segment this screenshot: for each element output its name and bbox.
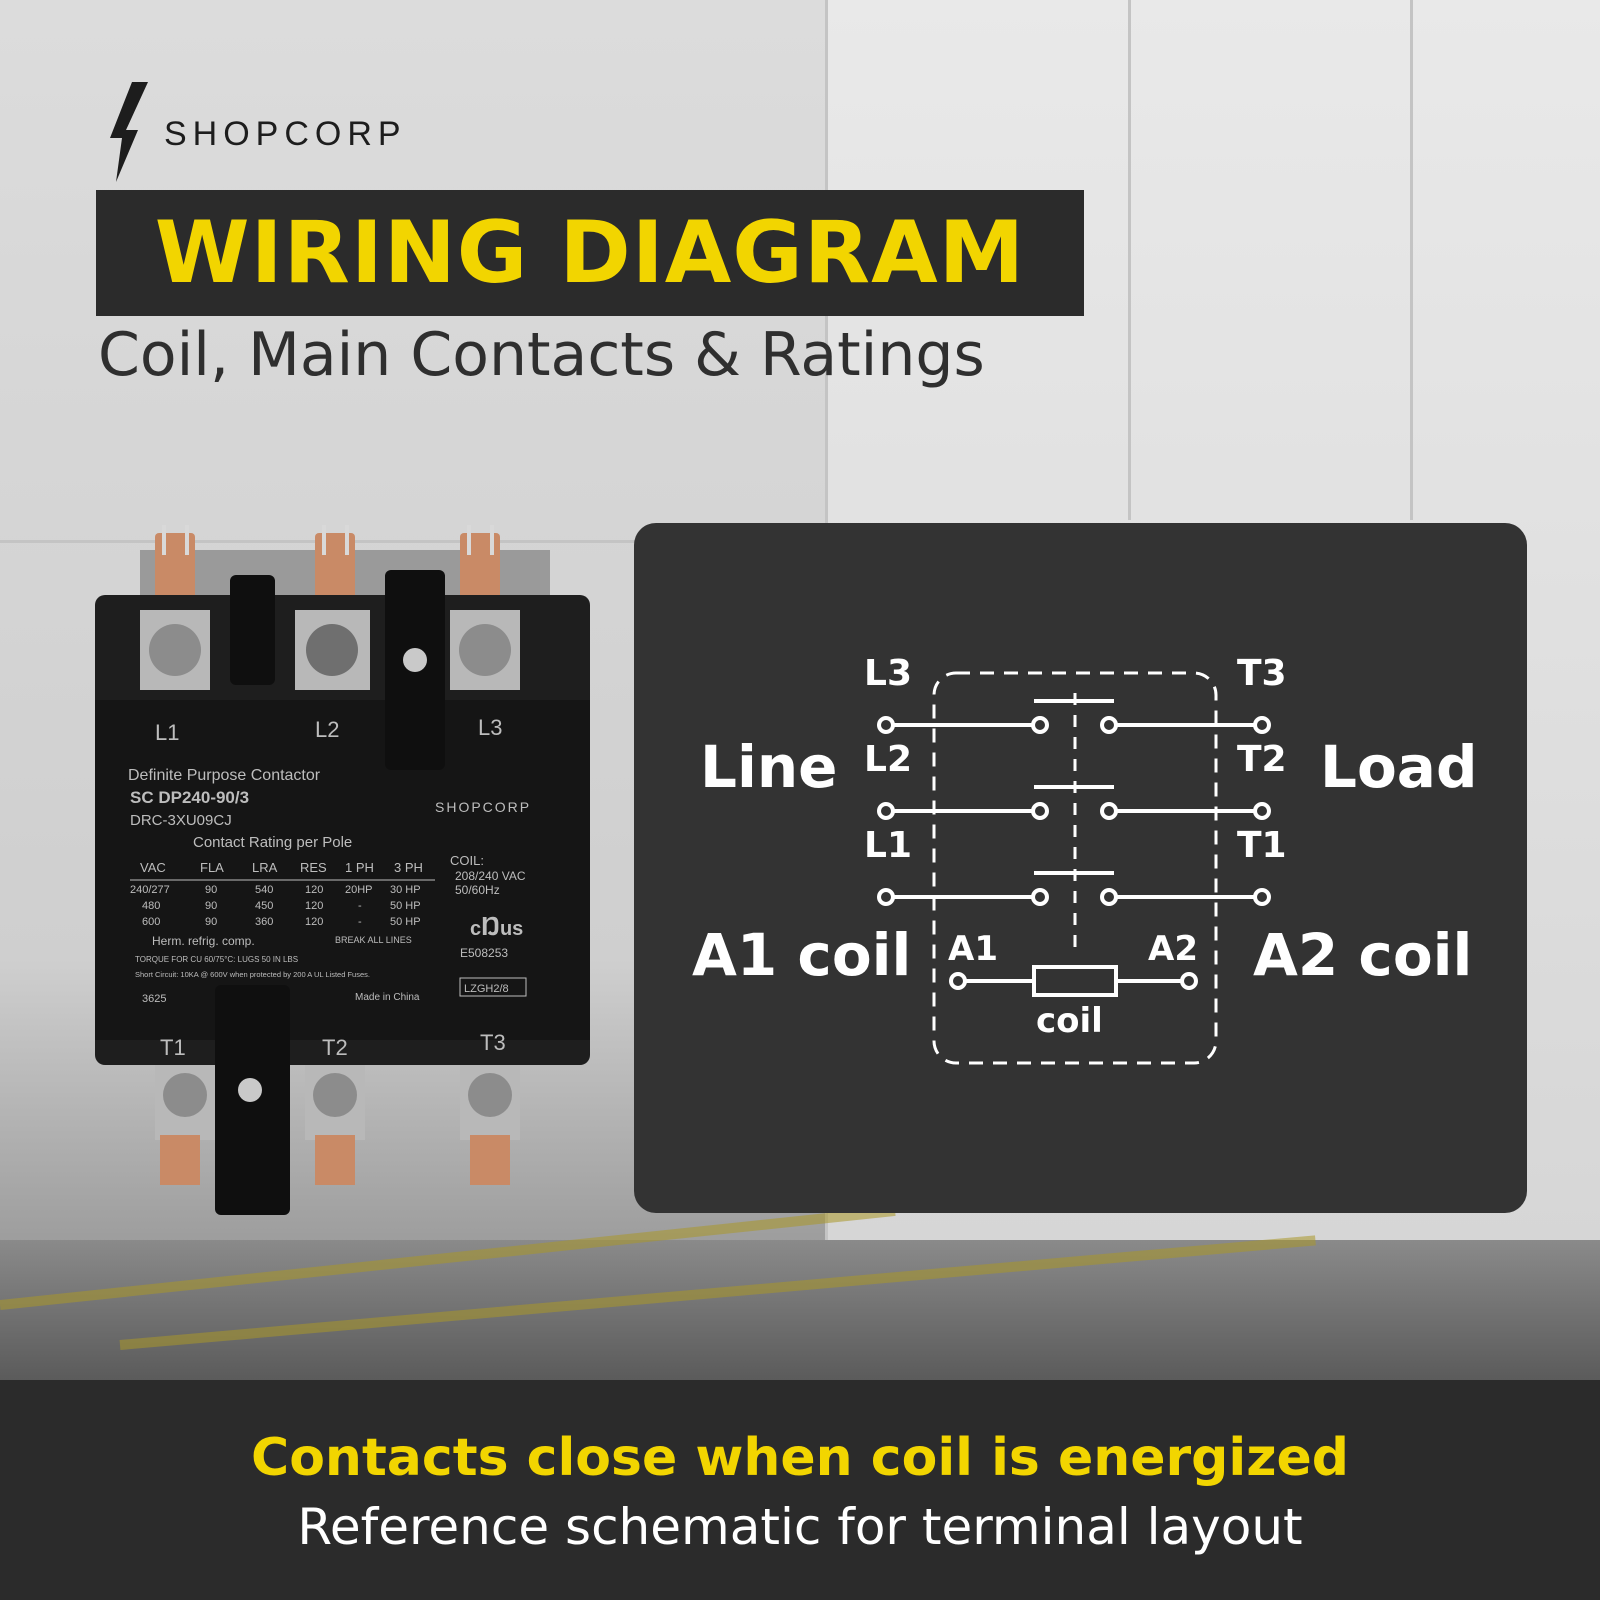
rating-cell: 20HP xyxy=(345,884,373,896)
rating-cell: - xyxy=(358,900,362,912)
terminal-node-t3 xyxy=(1253,716,1271,734)
rating-header-fla: FLA xyxy=(200,860,224,875)
clamp-screw xyxy=(238,1078,262,1102)
product-type: Definite Purpose Contactor xyxy=(128,767,321,784)
contact-node xyxy=(1031,716,1049,734)
code-box xyxy=(459,977,527,997)
rating-cell: - xyxy=(358,916,362,928)
product-brand: SHOPCORP xyxy=(435,799,531,815)
product-part-number: DRC-3XU09CJ xyxy=(130,812,232,829)
rating-header-res: RES xyxy=(300,860,327,875)
page-subtitle: Coil, Main Contacts & Ratings xyxy=(98,320,985,390)
rating-cell: 120 xyxy=(305,884,323,896)
page-title: WIRING DIAGRAM xyxy=(154,203,1026,303)
terminal-node-t2 xyxy=(1253,802,1271,820)
rating-cell: 30 HP xyxy=(390,884,421,896)
contact-node xyxy=(1100,802,1118,820)
wall-seam xyxy=(1410,0,1413,520)
terminal-label-l2: L2 xyxy=(315,717,339,742)
terminal-label-t3: T3 xyxy=(1237,653,1287,694)
coil-label: coil xyxy=(1036,1001,1103,1041)
side-clamp xyxy=(230,575,275,685)
rating-cell: 50 HP xyxy=(390,900,421,912)
terminal-label-t2: T2 xyxy=(1237,739,1287,780)
terminal-node-t1 xyxy=(1253,888,1271,906)
torque-note: TORQUE FOR CU 60/75°C: LUGS 50 IN LBS xyxy=(135,955,298,964)
a2-coil-caption: A2 coil xyxy=(1253,921,1473,989)
rating-cell: 450 xyxy=(255,900,273,912)
lot-number: 3625 xyxy=(142,993,166,1005)
clamp-screw xyxy=(403,648,427,672)
refrigeration-note: Herm. refrig. comp. xyxy=(152,934,255,948)
label-plate xyxy=(95,700,590,1040)
rating-cell: 540 xyxy=(255,884,273,896)
product-rating-title: Contact Rating per Pole xyxy=(193,834,352,851)
terminal-label-t1: T1 xyxy=(1237,825,1287,866)
footer-headline: Contacts close when coil is energized xyxy=(251,1428,1349,1488)
background-floor xyxy=(0,1240,1600,1380)
rating-cell: 600 xyxy=(142,916,160,928)
contact-node xyxy=(1031,888,1049,906)
coil-spec-frequency: 50/60Hz xyxy=(455,883,500,897)
top-terminals xyxy=(155,525,500,608)
coil-symbol xyxy=(1032,965,1118,997)
origin-note: Made in China xyxy=(355,992,420,1003)
coil-spec-title: COIL: xyxy=(450,853,484,868)
bottom-screws xyxy=(155,1065,520,1185)
short-circuit-note: Short Circuit: 10KA @ 600V when protecte… xyxy=(135,970,370,979)
schematic-panel: Line Load L3 L2 L1 T3 T2 T1 A1 A2 coil A… xyxy=(634,523,1527,1213)
rating-cell: 240/277 xyxy=(130,884,170,896)
terminal-label-t1: T1 xyxy=(160,1035,186,1060)
terminal-node-l1 xyxy=(877,888,895,906)
contact-node xyxy=(1100,716,1118,734)
terminal-node-a1 xyxy=(949,972,967,990)
terminal-label-l1: L1 xyxy=(864,825,912,866)
coil-terminal-a1: A1 xyxy=(948,929,998,969)
contact-node xyxy=(1031,802,1049,820)
rating-cell: 120 xyxy=(305,916,323,928)
terminal-label-l3: L3 xyxy=(478,715,502,740)
terminal-label-l1: L1 xyxy=(155,720,179,745)
break-lines-note: BREAK ALL LINES xyxy=(335,935,412,945)
terminal-node-l3 xyxy=(877,716,895,734)
rating-cell: 90 xyxy=(205,916,217,928)
contactor-enclosure-outline xyxy=(932,671,1218,1065)
product-model: SC DP240-90/3 xyxy=(130,788,249,807)
a1-coil-caption: A1 coil xyxy=(692,921,912,989)
terminal-node-a2 xyxy=(1180,972,1198,990)
terminal-label-l2: L2 xyxy=(864,739,912,780)
coil-terminal-a2: A2 xyxy=(1148,929,1198,969)
rating-cell: 120 xyxy=(305,900,323,912)
title-banner: WIRING DIAGRAM xyxy=(96,190,1084,316)
top-screws xyxy=(140,610,520,690)
wall-seam xyxy=(1128,0,1131,520)
footer-subline: Reference schematic for terminal layout xyxy=(297,1498,1303,1556)
rating-header-lra: LRA xyxy=(252,860,278,875)
rating-header-1ph: 1 PH xyxy=(345,860,374,875)
footer-banner: Contacts close when coil is energized Re… xyxy=(0,1380,1600,1600)
wiring-schematic xyxy=(877,671,1271,1065)
rating-cell: 360 xyxy=(255,916,273,928)
rating-cell: 480 xyxy=(142,900,160,912)
rating-cell: 90 xyxy=(205,900,217,912)
load-label: Load xyxy=(1320,733,1478,801)
coil-spec-voltage: 208/240 VAC xyxy=(455,869,526,883)
lightning-bolt-icon xyxy=(110,82,148,182)
line-label: Line xyxy=(700,733,838,801)
certification-number: E508253 xyxy=(460,946,508,960)
terminal-label-t3: T3 xyxy=(480,1030,506,1055)
terminal-label-l3: L3 xyxy=(864,653,912,694)
rating-header-vac: VAC xyxy=(140,860,166,875)
contact-node xyxy=(1100,888,1118,906)
rating-header-3ph: 3 PH xyxy=(394,860,423,875)
rating-cell: 50 HP xyxy=(390,916,421,928)
brand-name: SHOPCORP xyxy=(164,114,407,153)
brand-logo: SHOPCORP xyxy=(108,82,407,182)
contactor-product-image: L1 L2 L3 Definite Purpose Contactor SC D… xyxy=(95,525,590,1215)
product-code: LZGH2/8 xyxy=(464,983,509,995)
wall-seam xyxy=(0,540,825,543)
rating-cell: 90 xyxy=(205,884,217,896)
terminal-label-t2: T2 xyxy=(322,1035,348,1060)
terminal-node-l2 xyxy=(877,802,895,820)
